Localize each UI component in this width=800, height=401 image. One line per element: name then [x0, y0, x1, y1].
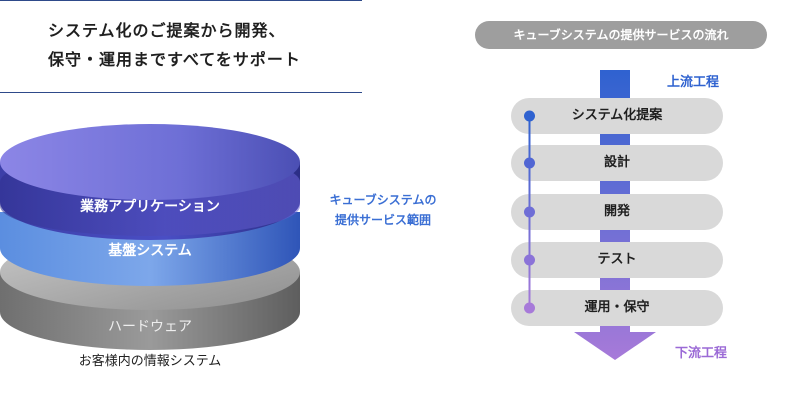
flow-dot [524, 110, 535, 122]
business-app-label: 業務アプリケーション [80, 199, 220, 215]
headline-line-2: 保守・運用まですべてをサポート [48, 50, 301, 69]
flow-step-operation: 運用・保守 [511, 290, 723, 326]
service-scope-label: キューブシステムの 提供サービス範囲 [308, 190, 458, 230]
flow-step-proposal: システム化提案 [511, 98, 723, 134]
flow-step-label: テスト [597, 252, 637, 267]
flow-dot [524, 254, 535, 266]
flow-dot [524, 302, 535, 314]
system-stack-diagram [0, 124, 300, 350]
service-scope-line-2: 提供サービス範囲 [334, 213, 431, 227]
service-scope-line-1: キューブシステムの [329, 193, 437, 207]
flow-step-test: テスト [511, 242, 723, 278]
flow-step-label: 運用・保守 [584, 300, 650, 315]
flow-step-label: システム化提案 [571, 108, 663, 123]
heading-top-rule [0, 0, 362, 1]
downstream-label: 下流工程 [675, 346, 728, 361]
upstream-label: 上流工程 [667, 75, 720, 90]
business-app-layer [0, 124, 300, 240]
flow-title: キューブシステムの提供サービスの流れ [475, 21, 767, 49]
flow-step-label: 開発 [603, 204, 630, 219]
stack-caption: お客様内の情報システム [78, 354, 222, 369]
hardware-label: ハードウェア [108, 319, 192, 335]
page-headline: システム化のご提案から開発、 保守・運用まですべてをサポート [48, 16, 358, 74]
flow-dot [524, 206, 535, 218]
flow-step-design: 設計 [511, 145, 723, 181]
flow-step-development: 開発 [511, 194, 723, 230]
flow-timeline [524, 110, 535, 314]
business-app-layer-top [0, 124, 300, 200]
headline-line-1: システム化のご提案から開発、 [48, 21, 286, 40]
base-system-label: 基盤システム [108, 243, 192, 259]
heading-bottom-rule [0, 92, 362, 93]
flow-dot [524, 157, 535, 169]
flow-step-label: 設計 [603, 155, 630, 170]
